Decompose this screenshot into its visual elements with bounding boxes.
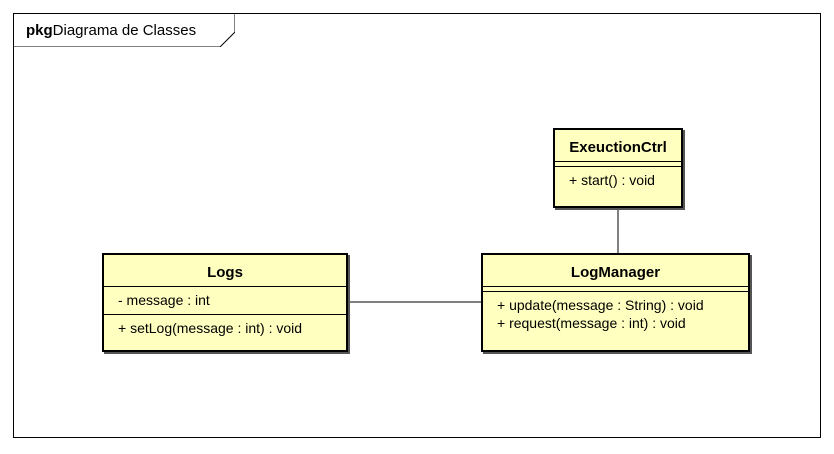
operation: + request(message : int) : void <box>497 315 686 331</box>
attributes-compartment <box>483 287 748 292</box>
class-logs[interactable]: Logs - message : int + setLog(message : … <box>102 253 348 352</box>
package-tab <box>13 13 235 47</box>
operation: + setLog(message : int) : void <box>118 320 303 336</box>
package-title: pkgDiagrama de Classes <box>26 22 196 40</box>
attribute: - message : int <box>118 292 210 308</box>
class-name: LogManager <box>483 255 748 287</box>
class-exeuctionctrl[interactable]: ExeuctionCtrl + start() : void <box>553 128 683 208</box>
operations-compartment: + start() : void <box>555 167 681 194</box>
package-keyword: pkg <box>26 22 53 39</box>
package-name: Diagrama de Classes <box>52 22 197 39</box>
package-frame <box>13 13 821 438</box>
attributes-compartment: - message : int <box>104 287 346 315</box>
class-logmanager[interactable]: LogManager + update(message : String) : … <box>481 253 750 352</box>
operations-compartment: + setLog(message : int) : void <box>104 315 346 342</box>
operation: + start() : void <box>569 172 655 188</box>
class-name: ExeuctionCtrl <box>555 130 681 162</box>
operation: + update(message : String) : void <box>497 297 704 313</box>
class-name: Logs <box>104 255 346 287</box>
attributes-compartment <box>555 162 681 167</box>
operations-compartment: + update(message : String) : void + requ… <box>483 292 748 337</box>
